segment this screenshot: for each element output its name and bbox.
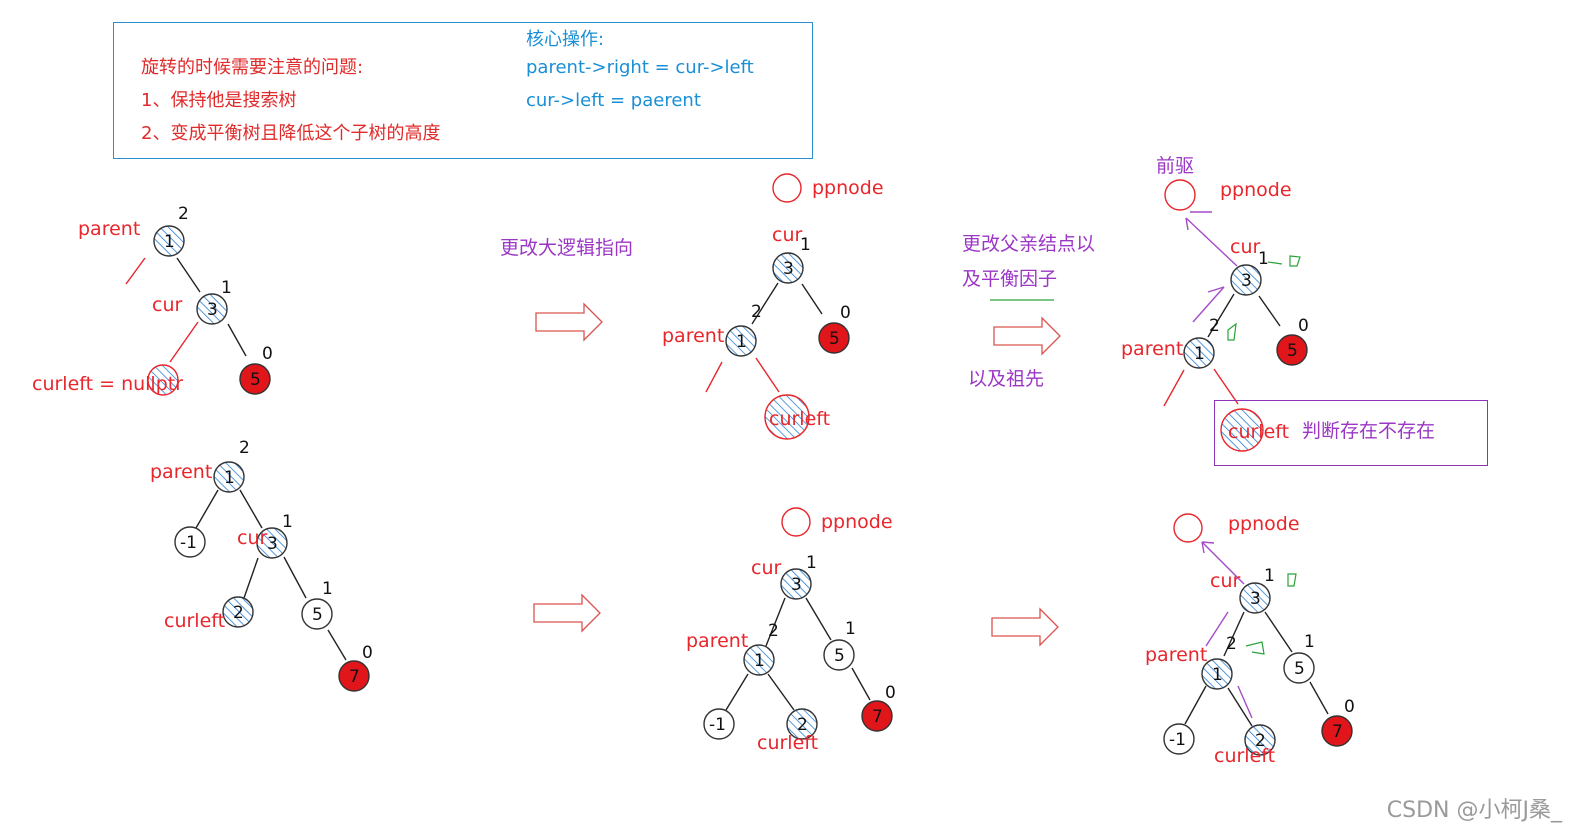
b1-cur-label: cur: [237, 527, 268, 549]
t2-parent-label: parent: [662, 325, 725, 347]
arrow-top-2: [993, 316, 1061, 356]
b3-node-m1-key: -1: [1169, 730, 1186, 750]
b1-node-7-key: 7: [349, 667, 360, 687]
b3-cur-label: cur: [1210, 570, 1241, 592]
notes-box: 旋转的时候需要注意的问题: 1、保持他是搜索树 2、变成平衡树且降低这个子树的高…: [113, 22, 813, 159]
b3-parent-label: parent: [1145, 644, 1208, 666]
t1-curleft-null-label: curleft = nullptr: [32, 373, 184, 395]
t3-curleft-label: curleft: [1228, 421, 1290, 443]
b3-curleft-label: curleft: [1214, 745, 1276, 767]
arrow-bottom-2: [991, 607, 1059, 647]
b1-node-3-key: 3: [267, 534, 278, 554]
b3-node-1-key: 1: [1212, 665, 1223, 685]
predecessor-label: 前驱: [1156, 155, 1195, 177]
t2-node-3-key: 3: [783, 259, 794, 279]
t3-ppnode-label: ppnode: [1220, 179, 1292, 201]
arrow-top-1: [535, 302, 603, 342]
t1-cur-label: cur: [152, 294, 183, 316]
t3-bf-3: 1: [1258, 249, 1269, 269]
b1-parent-label: parent: [150, 461, 213, 483]
b2-node-m1-key: -1: [709, 715, 726, 735]
t1-node-5-key: 5: [250, 370, 261, 390]
b1-node-m1-key: -1: [180, 533, 197, 553]
b2-parent-label: parent: [686, 630, 749, 652]
b1-bf-1: 2: [239, 438, 250, 458]
judge-box: [1214, 400, 1488, 466]
b3-node-2-key: 2: [1255, 731, 1266, 751]
t2-ppnode-label: ppnode: [812, 177, 884, 199]
b1-node-5-key: 5: [312, 605, 323, 625]
bottom-tree-1: [174, 461, 370, 692]
b3-bf-3: 1: [1264, 566, 1275, 586]
b2-curleft-label: curleft: [757, 732, 819, 754]
t1-node-1-key: 1: [164, 232, 175, 252]
b2-bf-3: 1: [806, 553, 817, 573]
t1-node-3-key: 3: [207, 300, 218, 320]
t3-node-3-key: 3: [1241, 271, 1252, 291]
b3-node-7-key: 7: [1332, 722, 1343, 742]
b3-bf-1: 2: [1226, 634, 1237, 654]
notes-item-2: 2、变成平衡树且降低这个子树的高度: [141, 123, 441, 144]
core-op-2: cur->left = paerent: [526, 90, 701, 111]
b2-node-2-key: 2: [797, 715, 808, 735]
core-op-title: 核心操作:: [526, 29, 605, 50]
t3-bf-1: 2: [1209, 316, 1220, 336]
t2-cur-label: cur: [772, 224, 803, 246]
bottom-tree-3: [1163, 513, 1353, 756]
b2-cur-label: cur: [751, 557, 782, 579]
b3-node-5-key: 5: [1294, 659, 1305, 679]
step-1-label: 更改大逻辑指向: [500, 237, 634, 259]
t2-bf-1: 2: [751, 302, 762, 322]
b3-bf-5: 1: [1304, 632, 1315, 652]
t2-bf-3: 1: [800, 235, 811, 255]
b1-node-1-key: 1: [224, 468, 235, 488]
b2-bf-1: 2: [768, 621, 779, 641]
t3-cur-label: cur: [1230, 236, 1261, 258]
t2-node-5-key: 5: [829, 329, 840, 349]
notes-title: 旋转的时候需要注意的问题:: [141, 57, 364, 78]
b2-bf-5: 1: [845, 619, 856, 639]
t3-parent-label: parent: [1121, 338, 1184, 360]
bottom-tree-2: [703, 507, 893, 740]
t2-curleft-label: curleft: [769, 408, 831, 430]
b2-node-3-key: 3: [791, 575, 802, 595]
b3-bf-7: 0: [1344, 697, 1355, 717]
arrow-bottom-1: [533, 593, 601, 633]
b1-node-2-key: 2: [233, 603, 244, 623]
top-tree-1: [125, 225, 271, 396]
t3-node-5-key: 5: [1287, 341, 1298, 361]
t1-bf-1: 2: [178, 204, 189, 224]
b3-node-3-key: 3: [1250, 589, 1261, 609]
watermark: CSDN @小柯J桑_: [1386, 798, 1562, 823]
b3-ppnode-label: ppnode: [1228, 513, 1300, 535]
step-2-label-line2: 及平衡因子: [962, 268, 1058, 290]
t1-bf-5: 0: [262, 344, 273, 364]
b2-node-7-key: 7: [872, 707, 883, 727]
judge-label: 判断存在不存在: [1302, 420, 1436, 442]
t1-parent-label: parent: [78, 218, 141, 240]
b2-node-1-key: 1: [754, 651, 765, 671]
core-op-1: parent->right = cur->left: [526, 57, 754, 78]
t3-bf-5: 0: [1298, 316, 1309, 336]
t2-node-1-key: 1: [736, 332, 747, 352]
t3-node-1-key: 1: [1194, 344, 1205, 364]
b2-bf-7: 0: [885, 683, 896, 703]
b1-bf-7: 0: [362, 643, 373, 663]
step-2-extra-label: 以及祖先: [968, 368, 1045, 390]
t1-bf-3: 1: [221, 278, 232, 298]
b2-ppnode-label: ppnode: [821, 511, 893, 533]
notes-item-1: 1、保持他是搜索树: [141, 90, 297, 111]
b1-curleft-label: curleft: [164, 610, 226, 632]
t2-bf-5: 0: [840, 303, 851, 323]
step-2-label-line1: 更改父亲结点以: [962, 233, 1096, 255]
b2-node-5-key: 5: [834, 646, 845, 666]
b1-bf-5: 1: [322, 579, 333, 599]
top-tree-2: [705, 173, 850, 440]
top-tree-3: [1163, 179, 1308, 452]
b1-bf-3: 1: [282, 512, 293, 532]
